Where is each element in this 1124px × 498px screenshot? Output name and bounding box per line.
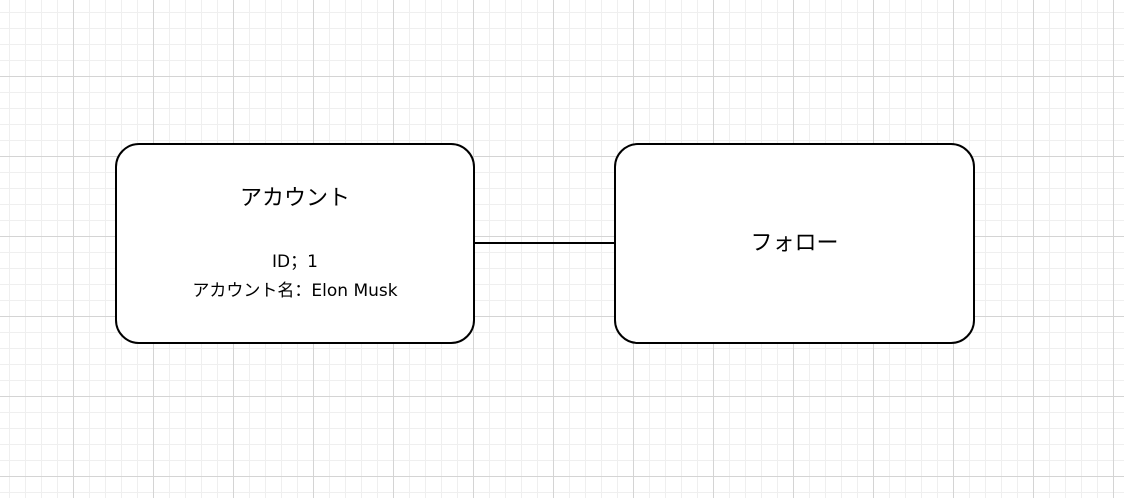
- connector-account-follow[interactable]: [475, 242, 615, 244]
- account-node-details: ID；1 アカウント名：Elon Musk: [117, 248, 473, 306]
- account-node[interactable]: アカウント ID；1 アカウント名：Elon Musk: [115, 143, 475, 344]
- follow-node[interactable]: フォロー: [614, 143, 975, 344]
- account-node-title: アカウント: [239, 186, 350, 211]
- follow-node-title: フォロー: [750, 230, 839, 256]
- account-id-text: ID；1: [272, 252, 318, 272]
- account-name-text: アカウント名：Elon Musk: [192, 281, 398, 301]
